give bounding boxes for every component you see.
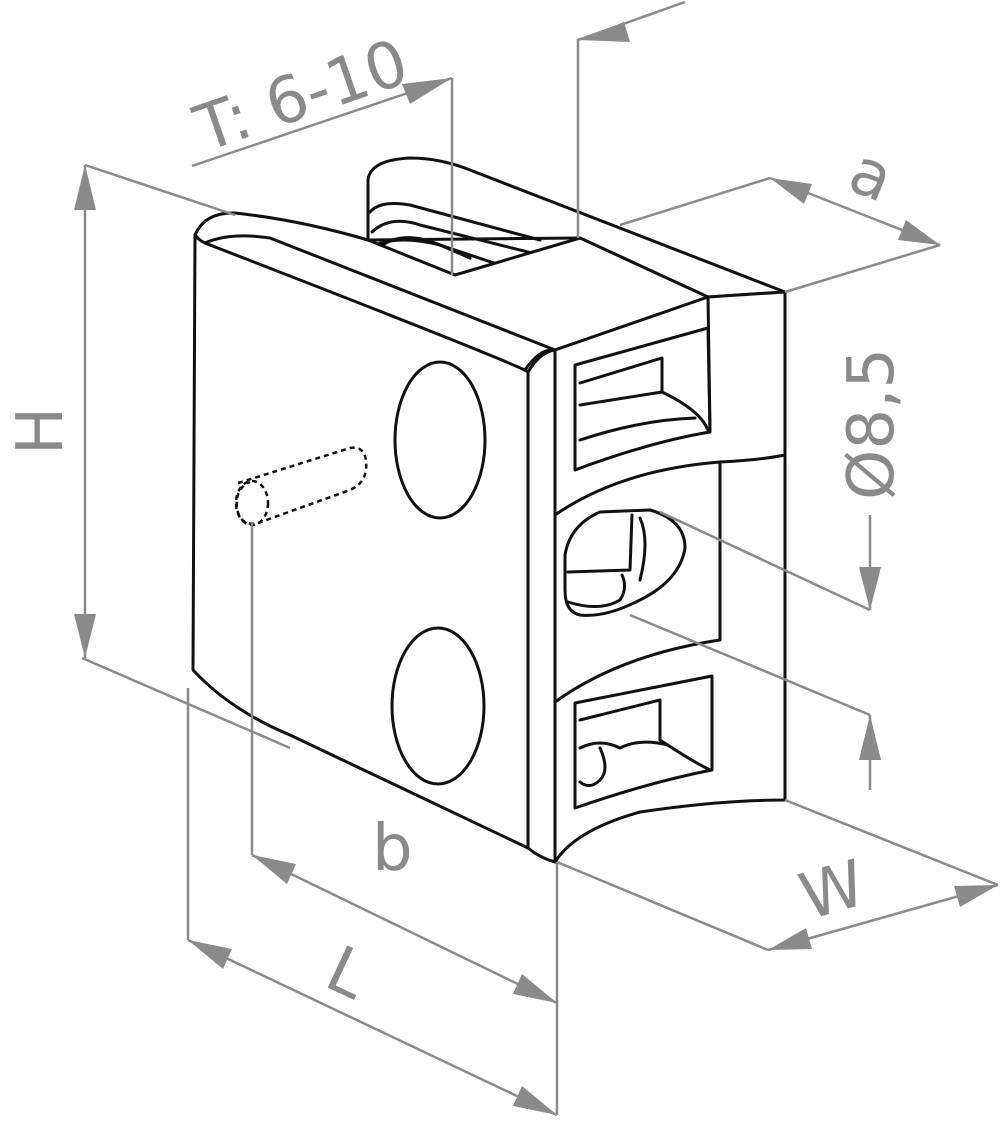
l-arrow-start: [188, 940, 232, 969]
middle-pocket: [563, 508, 687, 617]
dimension-lines: [74, 0, 999, 1117]
front-hole-upper: [393, 360, 487, 520]
front-face: [191, 233, 530, 850]
b-dimension-line: [251, 853, 558, 1005]
w-arrow-start: [768, 928, 812, 950]
lower-pocket-inner: [578, 698, 712, 787]
label-b: b: [372, 812, 413, 886]
upper-pocket-inner: [578, 356, 710, 442]
label-hole-diameter: Ø8,5: [835, 348, 909, 500]
hole-arrow-up: [859, 715, 881, 760]
w-extension-2: [784, 798, 999, 887]
middle-pocket-inner: [566, 513, 647, 608]
h-extension-bottom: [81, 656, 291, 750]
h-arrow-top: [74, 165, 96, 210]
a-extension-line-2: [784, 243, 941, 294]
lower-pocket: [573, 674, 714, 810]
label-length: L: [315, 932, 379, 1014]
label-height: H: [4, 407, 78, 455]
hole-lower-leader: [629, 613, 871, 717]
t-arrow: [402, 78, 452, 104]
hole-arrow-down: [859, 567, 881, 610]
l-dimension-line: [187, 938, 558, 1117]
h-arrow-bottom: [74, 614, 96, 658]
rear-rail: [366, 156, 787, 299]
top-leader-arrow: [578, 22, 630, 42]
w-extension-1: [556, 860, 769, 952]
w-arrow-end: [954, 885, 998, 907]
label-width: W: [792, 847, 873, 936]
b-arrow-end: [513, 974, 557, 1003]
hole-upper-leader: [659, 510, 871, 612]
h-extension-top: [84, 163, 236, 217]
label-a: a: [839, 134, 903, 217]
b-arrow-start: [252, 855, 296, 884]
a-arrow-end: [898, 220, 940, 245]
a-extension-line-1: [619, 176, 771, 227]
front-hole-lower: [390, 626, 486, 786]
corner-strip: [526, 348, 557, 864]
upper-pocket: [573, 326, 712, 472]
top-face-edge: [203, 234, 557, 352]
a-arrow-start: [770, 178, 812, 204]
hidden-pin: [235, 446, 368, 525]
glass-clamp-body: [191, 156, 787, 864]
label-thickness: T: 6-10: [185, 26, 417, 168]
l-arrow-end: [513, 1086, 557, 1115]
